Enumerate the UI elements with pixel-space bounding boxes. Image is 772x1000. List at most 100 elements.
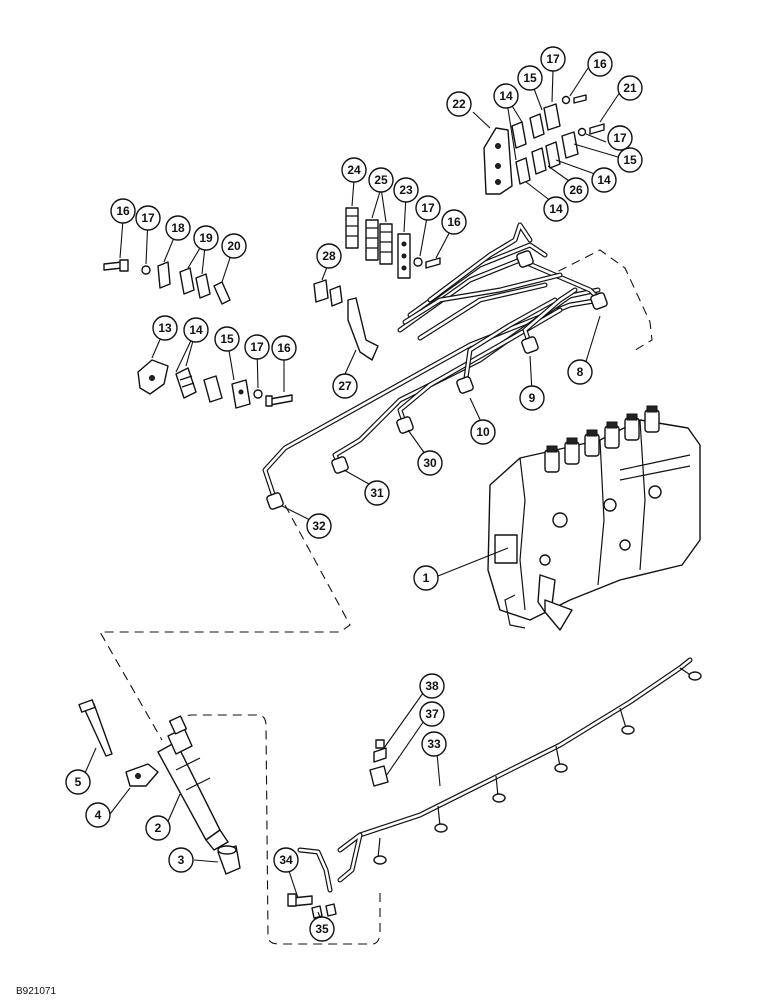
svg-text:38: 38: [425, 679, 439, 693]
svg-text:14: 14: [597, 173, 611, 187]
callout-14-upper-right: 14: [493, 83, 519, 109]
svg-text:32: 32: [312, 519, 326, 533]
callout-16-upper-right: 16: [587, 51, 613, 77]
svg-text:14: 14: [499, 89, 513, 103]
svg-text:9: 9: [529, 391, 536, 405]
svg-text:34: 34: [279, 853, 293, 867]
callout-30: 30: [417, 450, 443, 476]
svg-text:2: 2: [155, 821, 162, 835]
svg-text:21: 21: [623, 81, 637, 95]
svg-text:17: 17: [421, 201, 435, 215]
callout-23: 23: [393, 177, 419, 203]
svg-text:15: 15: [623, 153, 637, 167]
callout-15-right: 15: [617, 147, 643, 173]
svg-text:22: 22: [452, 97, 466, 111]
svg-text:33: 33: [427, 737, 441, 751]
callout-31: 31: [364, 480, 390, 506]
svg-text:24: 24: [347, 163, 361, 177]
svg-text:15: 15: [220, 332, 234, 346]
callout-19: 19: [193, 225, 219, 251]
callout-28: 28: [316, 243, 342, 269]
svg-text:3: 3: [178, 853, 185, 867]
svg-text:28: 28: [322, 249, 336, 263]
callout-26: 26: [563, 177, 589, 203]
svg-text:8: 8: [577, 365, 584, 379]
callout-22: 22: [446, 91, 472, 117]
callout-32: 32: [306, 513, 332, 539]
callout-8: 8: [567, 359, 593, 385]
svg-text:26: 26: [569, 183, 583, 197]
svg-text:16: 16: [277, 341, 291, 355]
svg-text:17: 17: [250, 340, 264, 354]
svg-text:31: 31: [370, 486, 384, 500]
svg-text:19: 19: [199, 231, 213, 245]
callout-33: 33: [421, 731, 447, 757]
callout-3: 3: [168, 847, 194, 873]
svg-text:20: 20: [227, 239, 241, 253]
callout-37: 37: [419, 701, 445, 727]
svg-text:14: 14: [549, 202, 563, 216]
svg-text:35: 35: [315, 922, 329, 936]
svg-text:30: 30: [423, 456, 437, 470]
fuel-return-line: [297, 657, 702, 893]
clamp-bolt-item-5: [78, 699, 113, 757]
svg-text:18: 18: [171, 221, 185, 235]
callout-15-left: 15: [214, 326, 240, 352]
callout-34: 34: [273, 847, 299, 873]
callout-17-right: 17: [607, 125, 633, 151]
svg-text:17: 17: [613, 131, 627, 145]
clamp-parts-upper-left: [103, 259, 231, 305]
callout-20: 20: [221, 233, 247, 259]
clamp-parts-upper-right: [483, 94, 605, 195]
svg-text:1: 1: [423, 571, 430, 585]
callout-2: 2: [145, 815, 171, 841]
svg-text:17: 17: [141, 211, 155, 225]
callout-1: 1: [413, 565, 439, 591]
svg-text:27: 27: [338, 379, 352, 393]
svg-text:4: 4: [95, 808, 102, 822]
callout-35: 35: [309, 916, 335, 942]
svg-text:17: 17: [546, 52, 560, 66]
callout-16-upper-left: 16: [110, 198, 136, 224]
svg-text:37: 37: [425, 707, 439, 721]
callout-15-upper-right: 15: [517, 65, 543, 91]
pump-delivery-valves: [544, 405, 660, 473]
callout-21: 21: [617, 75, 643, 101]
svg-text:5: 5: [75, 775, 82, 789]
callout-5: 5: [65, 769, 91, 795]
svg-text:23: 23: [399, 183, 413, 197]
callout-13: 13: [152, 315, 178, 341]
callout-38: 38: [419, 673, 445, 699]
svg-text:25: 25: [374, 173, 388, 187]
callout-16-left: 16: [271, 335, 297, 361]
figure-code: B921071: [16, 986, 56, 997]
dashed-routing-lines: [99, 249, 653, 945]
callout-10: 10: [470, 419, 496, 445]
callout-4: 4: [85, 802, 111, 828]
fuel-injector: [157, 715, 229, 851]
injector-clamp-item-4: [125, 763, 159, 787]
svg-text:16: 16: [593, 57, 607, 71]
svg-text:16: 16: [447, 215, 461, 229]
callout-17-upper-right: 17: [540, 46, 566, 72]
clamp-parts-lower-left: [137, 359, 293, 409]
callout-9: 9: [519, 385, 545, 411]
callout-25: 25: [368, 167, 394, 193]
svg-text:10: 10: [476, 425, 490, 439]
callout-16-middle: 16: [441, 209, 467, 235]
nozzle-holder-item-3: [217, 845, 241, 875]
callout-17-left: 17: [244, 334, 270, 360]
clamp-parts-upper-middle: [313, 207, 441, 361]
callout-24: 24: [341, 157, 367, 183]
callout-14-lower-right: 14: [543, 196, 569, 222]
fuel-line-nuts: [266, 250, 608, 510]
svg-text:15: 15: [523, 71, 537, 85]
svg-text:14: 14: [189, 323, 203, 337]
callout-27: 27: [332, 373, 358, 399]
callout-18: 18: [165, 215, 191, 241]
injection-pump: [487, 419, 701, 631]
callout-14-left: 14: [183, 317, 209, 343]
callout-17-upper-left: 17: [135, 205, 161, 231]
svg-text:16: 16: [116, 204, 130, 218]
